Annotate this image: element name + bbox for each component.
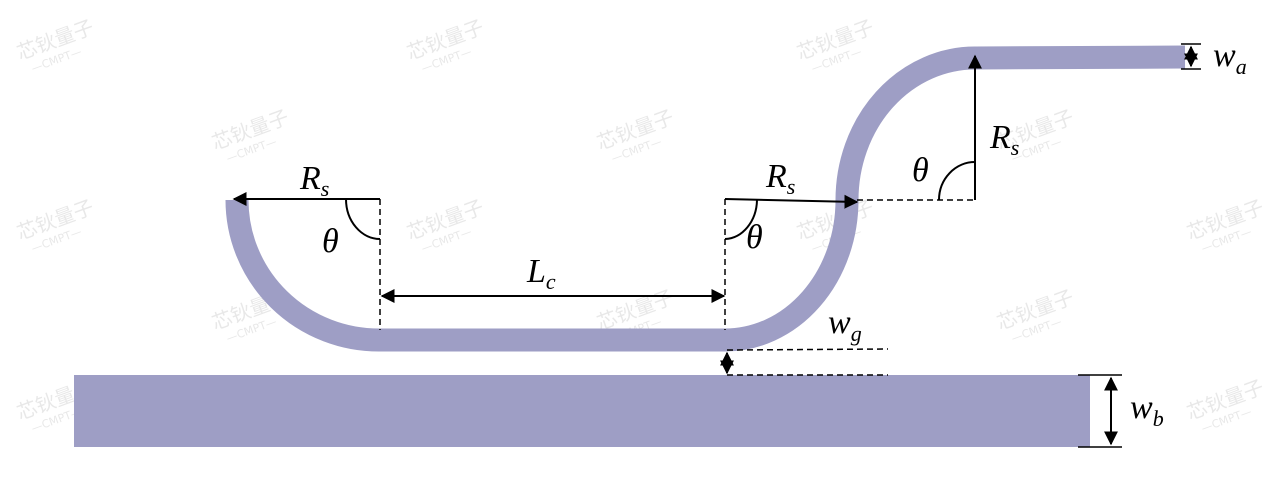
rs-right-arrow [724,194,859,209]
rs-vertical-label: Rs [989,119,1019,160]
wg-dash-top [726,348,889,351]
ring-waveguide [225,45,1186,352]
theta-left-label: θ [322,223,339,260]
theta-right-label: θ [746,219,763,256]
rs-right-label: Rs [765,158,795,199]
wa-label: wa [1213,37,1247,79]
wg-label: wg [828,304,862,346]
theta-arc-left [345,198,381,240]
lc-label: Lc [526,253,556,294]
wb-label: wb [1130,389,1164,431]
bus-waveguide [74,375,1090,447]
rs-left-label: Rs [299,160,329,201]
theta-arc-right [724,199,758,240]
theta-top-label: θ [912,152,929,189]
theta-arc-top [938,161,976,201]
